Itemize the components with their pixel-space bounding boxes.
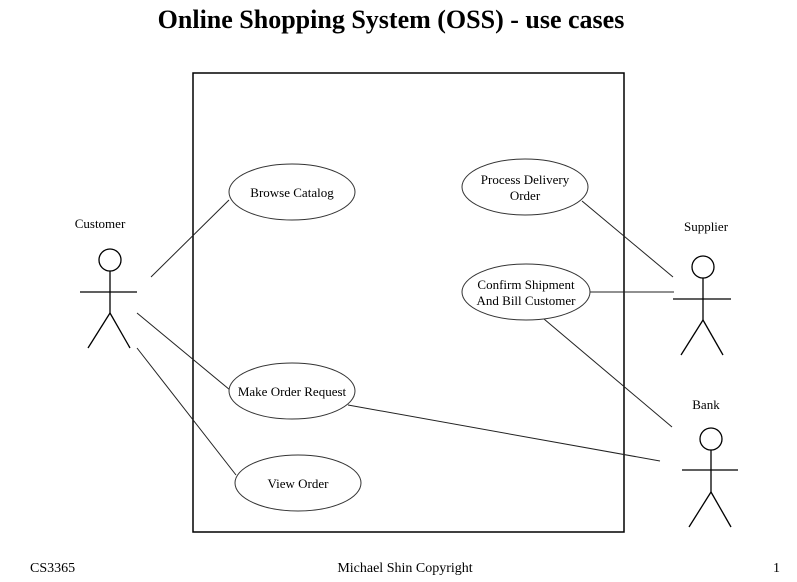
- association-supplier-process-delivery: [581, 200, 674, 278]
- actor-right-leg: [109, 312, 131, 349]
- stick-figure-icon: [673, 255, 731, 356]
- footer-course: CS3365: [30, 561, 75, 576]
- stick-figure-icon: [80, 248, 137, 349]
- actor-right-leg: [710, 491, 732, 528]
- association-bank-make-order: [347, 404, 661, 462]
- actor-customer[interactable]: Customer: [75, 216, 137, 349]
- use-case-ellipse: [461, 158, 589, 216]
- use-case-browse[interactable]: Browse Catalog: [228, 163, 356, 221]
- actor-label: Supplier: [684, 219, 729, 234]
- footer-page-number: 1: [773, 561, 780, 576]
- actor-label: Customer: [75, 216, 126, 231]
- associations: [136, 199, 674, 476]
- use-case-make-order[interactable]: Make Order Request: [228, 362, 356, 420]
- stick-figure-icon: [682, 427, 738, 528]
- actor-bank[interactable]: Bank: [682, 397, 738, 528]
- use-case-label: Make Order Request: [238, 384, 347, 399]
- actor-left-leg: [87, 312, 111, 349]
- use-case-ellipse: [234, 454, 362, 512]
- system-boundary: [192, 72, 625, 533]
- actor-left-leg: [688, 491, 712, 528]
- actor-left-leg: [680, 319, 704, 356]
- use-case-label: View Order: [268, 476, 330, 491]
- actor-head: [98, 248, 122, 272]
- actor-head: [691, 255, 715, 279]
- use-case-ellipse: [228, 163, 356, 221]
- actor-label: Bank: [692, 397, 720, 412]
- association-bank-confirm-shipment: [543, 318, 673, 428]
- association-customer-make-order: [136, 312, 231, 391]
- actor-head: [699, 427, 723, 451]
- use-case-label: Confirm Shipment: [477, 277, 575, 292]
- actor-right-leg: [702, 319, 724, 356]
- actor-supplier[interactable]: Supplier: [673, 219, 731, 356]
- use-case-ellipse: [461, 263, 591, 321]
- use-case-view-order[interactable]: View Order: [234, 454, 362, 512]
- association-customer-browse: [150, 199, 230, 278]
- use-case-label: Order: [510, 188, 541, 203]
- use-case-label: Process Delivery: [481, 172, 570, 187]
- use-case-ellipse: [228, 362, 356, 420]
- footer-copyright: Michael Shin Copyright: [337, 561, 472, 576]
- association-customer-view-order: [136, 347, 237, 476]
- diagram-title: Online Shopping System (OSS) - use cases: [158, 5, 625, 34]
- use-case-label: And Bill Customer: [477, 293, 577, 308]
- use-case-label: Browse Catalog: [250, 185, 334, 200]
